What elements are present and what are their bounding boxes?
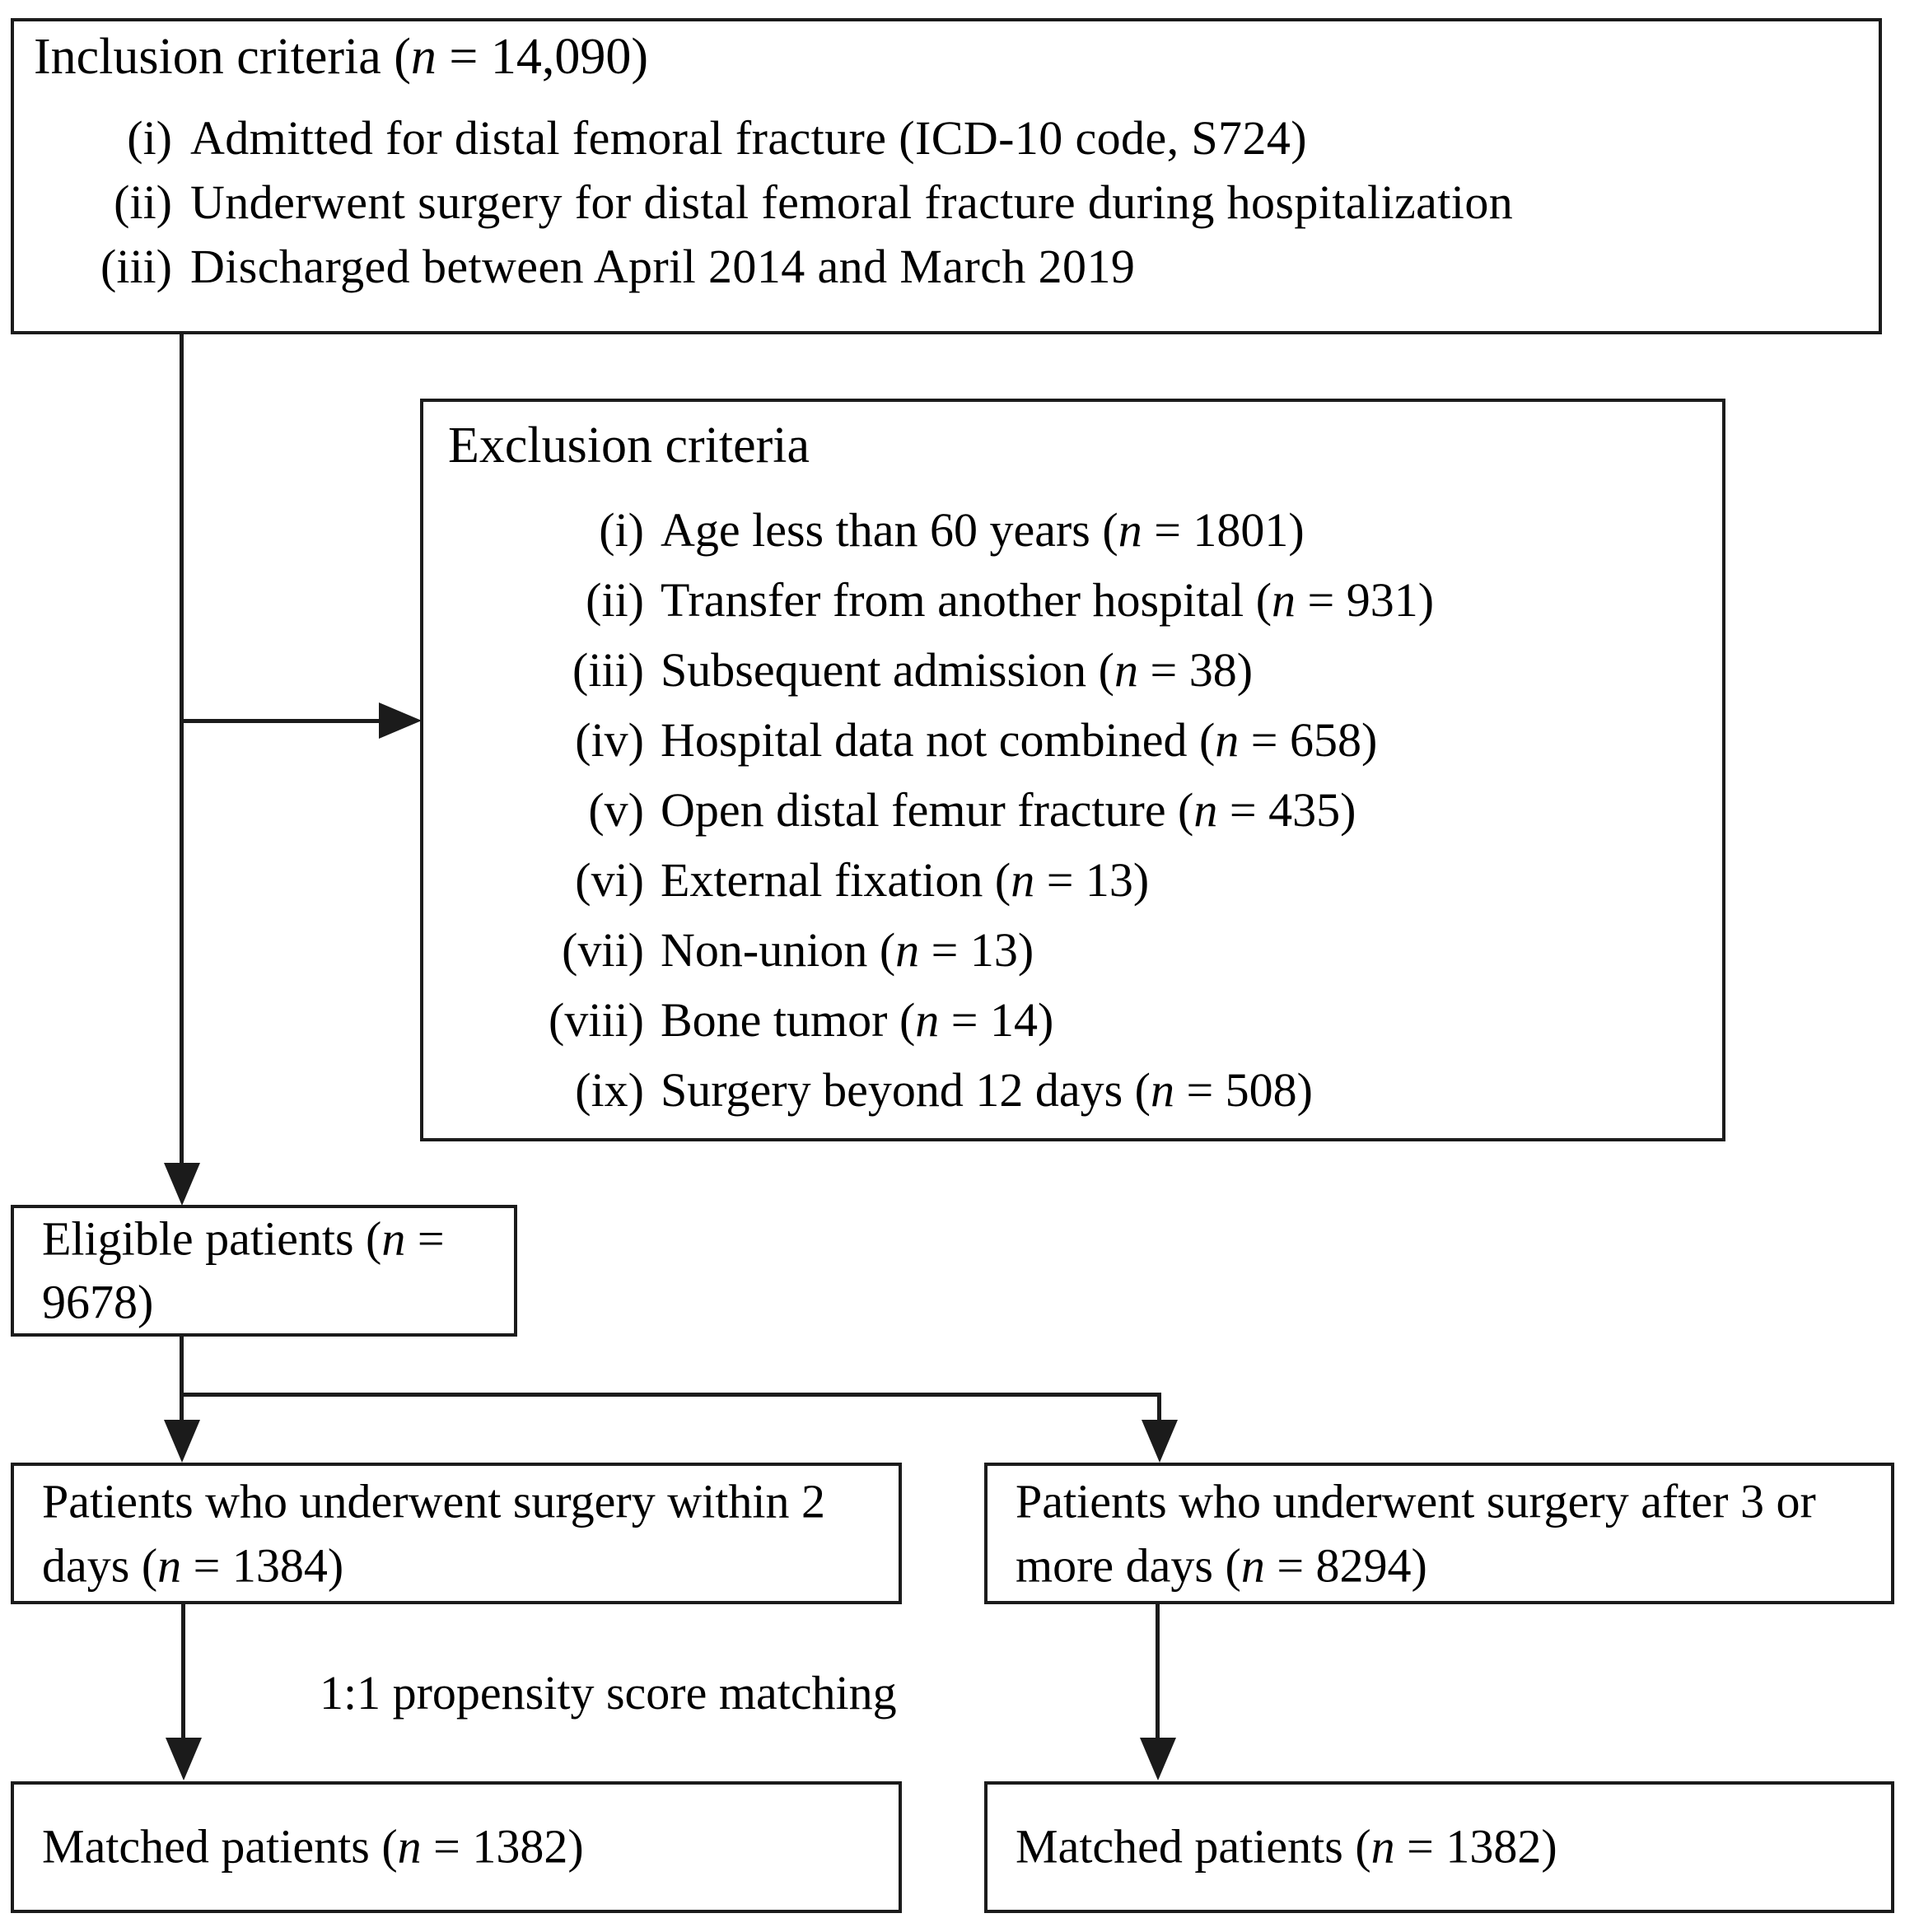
list-item: (v) Open distal femur fracture (n = 435) xyxy=(448,782,1434,852)
list-item: (ii) Transfer from another hospital (n =… xyxy=(448,572,1434,642)
exclusion-item-label: Subsequent admission (n = 38) xyxy=(661,643,1254,697)
exclusion-item-label: Open distal femur fracture (n = 435) xyxy=(661,783,1356,837)
exclusion-item-numeral: (vii) xyxy=(562,923,644,977)
exclusion-item-label: Transfer from another hospital (n = 931) xyxy=(661,573,1435,627)
list-item: (iii) Subsequent admission (n = 38) xyxy=(448,642,1434,712)
inclusion-criteria-title: Inclusion criteria (n = 14,090) xyxy=(34,29,649,85)
arrow-to-eligible-icon xyxy=(164,1163,200,1206)
list-item: (i) Admitted for distal femoral fracture… xyxy=(93,110,1513,175)
exclusion-item-numeral: (ix) xyxy=(575,1063,644,1117)
list-item: (vii) Non-union (n = 13) xyxy=(448,922,1434,992)
exclusion-item-numeral: (v) xyxy=(588,783,644,837)
surgery-after-3-days-label: Patients who underwent surgery after 3 o… xyxy=(1016,1474,1816,1592)
surgery-within-2-days-box: Patients who underwent surgery within 2 … xyxy=(11,1463,902,1604)
connector-split-left xyxy=(180,1393,184,1426)
list-item: (viii) Bone tumor (n = 14) xyxy=(448,992,1434,1062)
surgery-after-3-days-box: Patients who underwent surgery after 3 o… xyxy=(984,1463,1894,1604)
list-item: (i) Age less than 60 years (n = 1801) xyxy=(448,502,1434,572)
arrow-to-within-group-icon xyxy=(164,1420,200,1463)
connector-psm-right xyxy=(1156,1604,1160,1743)
propensity-score-matching-label: 1:1 propensity score matching xyxy=(320,1666,897,1720)
exclusion-item-numeral: (i) xyxy=(599,503,644,557)
eligible-patients-label: Eligible patients (n = 9678) xyxy=(42,1211,445,1328)
exclusion-item-numeral: (vi) xyxy=(575,853,644,907)
exclusion-item-numeral: (ii) xyxy=(586,573,644,627)
connector-inclusion-spine xyxy=(180,334,184,1168)
arrow-to-exclusion-icon xyxy=(379,702,422,739)
connector-eligible-down xyxy=(180,1337,184,1396)
inclusion-item-label: Discharged between April 2014 and March … xyxy=(190,240,1136,293)
connector-split-bar xyxy=(180,1393,1161,1397)
matched-patients-right-label: Matched patients (n = 1382) xyxy=(1016,1819,1557,1874)
connector-to-exclusion xyxy=(180,719,384,723)
inclusion-item-numeral: (ii) xyxy=(114,175,172,229)
exclusion-item-label: Hospital data not combined (n = 658) xyxy=(661,713,1378,767)
inclusion-item-label: Admitted for distal femoral fracture (IC… xyxy=(190,111,1307,165)
exclusion-item-label: Non-union (n = 13) xyxy=(661,923,1034,977)
connector-split-right xyxy=(1157,1393,1161,1426)
exclusion-item-numeral: (iii) xyxy=(572,643,644,697)
arrow-to-matched-right-icon xyxy=(1140,1738,1176,1780)
arrow-to-matched-left-icon xyxy=(166,1738,202,1780)
list-item: (vi) External fixation (n = 13) xyxy=(448,852,1434,922)
exclusion-criteria-box: Exclusion criteria (i) Age less than 60 … xyxy=(420,399,1725,1141)
matched-patients-left-box: Matched patients (n = 1382) xyxy=(11,1781,902,1913)
inclusion-item-numeral: (i) xyxy=(127,111,172,165)
exclusion-item-label: External fixation (n = 13) xyxy=(661,853,1150,907)
inclusion-criteria-list: (i) Admitted for distal femoral fracture… xyxy=(93,110,1513,303)
inclusion-item-label: Underwent surgery for distal femoral fra… xyxy=(190,175,1514,229)
exclusion-item-label: Bone tumor (n = 14) xyxy=(661,993,1054,1047)
exclusion-item-numeral: (viii) xyxy=(549,993,644,1047)
exclusion-item-numeral: (iv) xyxy=(575,713,644,767)
inclusion-item-numeral: (iii) xyxy=(100,240,172,293)
arrow-to-after-group-icon xyxy=(1142,1420,1178,1463)
surgery-within-2-days-label: Patients who underwent surgery within 2 … xyxy=(42,1474,825,1592)
list-item: (ix) Surgery beyond 12 days (n = 508) xyxy=(448,1062,1434,1132)
inclusion-criteria-box: Inclusion criteria (n = 14,090) (i) Admi… xyxy=(11,18,1882,334)
exclusion-criteria-title: Exclusion criteria xyxy=(448,418,810,474)
list-item: (iii) Discharged between April 2014 and … xyxy=(93,239,1513,303)
exclusion-item-label: Age less than 60 years (n = 1801) xyxy=(661,503,1305,557)
matched-patients-left-label: Matched patients (n = 1382) xyxy=(42,1819,584,1874)
list-item: (ii) Underwent surgery for distal femora… xyxy=(93,175,1513,239)
list-item: (iv) Hospital data not combined (n = 658… xyxy=(448,712,1434,782)
eligible-patients-box: Eligible patients (n = 9678) xyxy=(11,1205,517,1337)
connector-psm-left xyxy=(181,1604,185,1743)
matched-patients-right-box: Matched patients (n = 1382) xyxy=(984,1781,1894,1913)
exclusion-item-label: Surgery beyond 12 days (n = 508) xyxy=(661,1063,1313,1117)
exclusion-criteria-list: (i) Age less than 60 years (n = 1801) (i… xyxy=(448,502,1434,1132)
